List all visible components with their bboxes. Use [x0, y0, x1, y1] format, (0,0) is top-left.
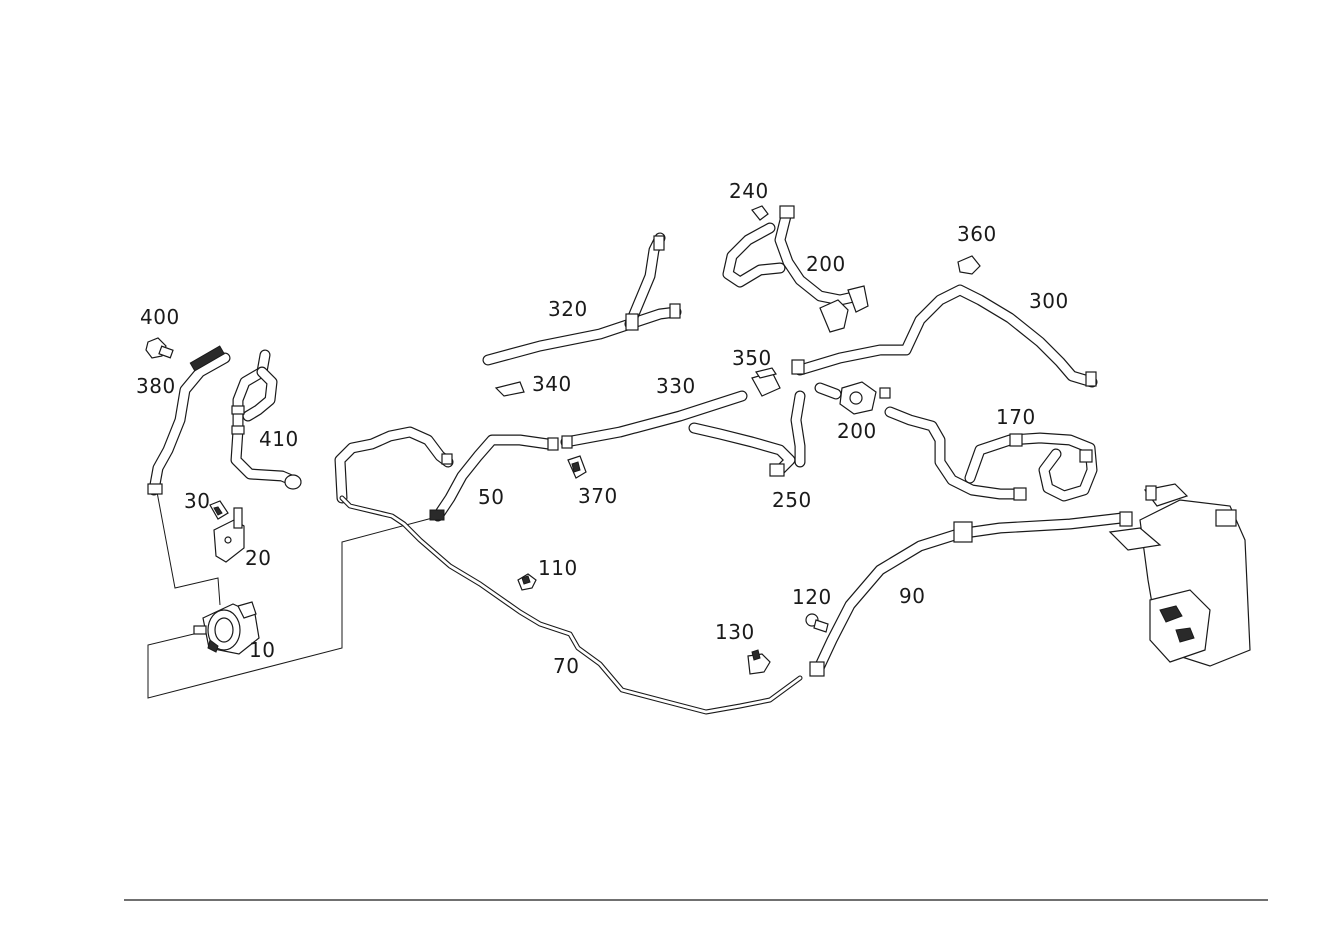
hose-300 [791, 284, 1098, 388]
callout-130: 130 [715, 620, 755, 644]
callout-380: 380 [136, 374, 176, 398]
callout-110: 110 [538, 556, 578, 580]
pipe-320 [482, 232, 682, 366]
hose-50 [334, 426, 559, 522]
pipe-70 [339, 495, 803, 715]
callout-200-lower: 200 [837, 419, 877, 443]
expansion-tank [1108, 483, 1251, 667]
hose-250 [688, 390, 806, 477]
clip-360 [957, 255, 981, 275]
pipe-330 [560, 390, 748, 449]
valve-200-lower [814, 381, 891, 415]
callout-360: 360 [957, 222, 997, 246]
connector-400 [145, 337, 174, 359]
hose-170 [884, 406, 1098, 502]
callout-120: 120 [792, 585, 832, 609]
callout-10: 10 [249, 638, 275, 662]
leader-lines [147, 491, 441, 699]
clip-110 [517, 573, 537, 591]
bracket-20 [213, 507, 245, 563]
callout-300: 300 [1029, 289, 1069, 313]
callout-170: 170 [996, 405, 1036, 429]
callout-200-upper: 200 [806, 252, 846, 276]
callout-370: 370 [578, 484, 618, 508]
callout-320: 320 [548, 297, 588, 321]
hose-380 [147, 345, 231, 496]
coolant-pump-10 [193, 601, 260, 655]
clip-120 [805, 613, 829, 633]
bracket-340 [494, 381, 525, 397]
callout-340: 340 [532, 372, 572, 396]
callout-labels: 10 20 30 50 70 90 110 120 130 170 200 20… [136, 179, 1069, 678]
callout-410: 410 [259, 427, 299, 451]
clip-30 [209, 500, 229, 520]
callout-400: 400 [140, 305, 180, 329]
hose-410 [230, 349, 302, 490]
callout-50: 50 [478, 485, 504, 509]
clip-130 [747, 649, 771, 675]
callout-20: 20 [245, 546, 271, 570]
callout-30: 30 [184, 489, 210, 513]
callout-330: 330 [656, 374, 696, 398]
callout-90: 90 [899, 584, 925, 608]
hose-200-upper [722, 205, 869, 333]
cap-350 [751, 367, 781, 397]
callout-350: 350 [732, 346, 772, 370]
clip-240 [751, 205, 769, 221]
callout-250: 250 [772, 488, 812, 512]
callout-70: 70 [553, 654, 579, 678]
connector-370 [567, 455, 587, 479]
hose-90 [809, 511, 1133, 677]
callout-240: 240 [729, 179, 769, 203]
